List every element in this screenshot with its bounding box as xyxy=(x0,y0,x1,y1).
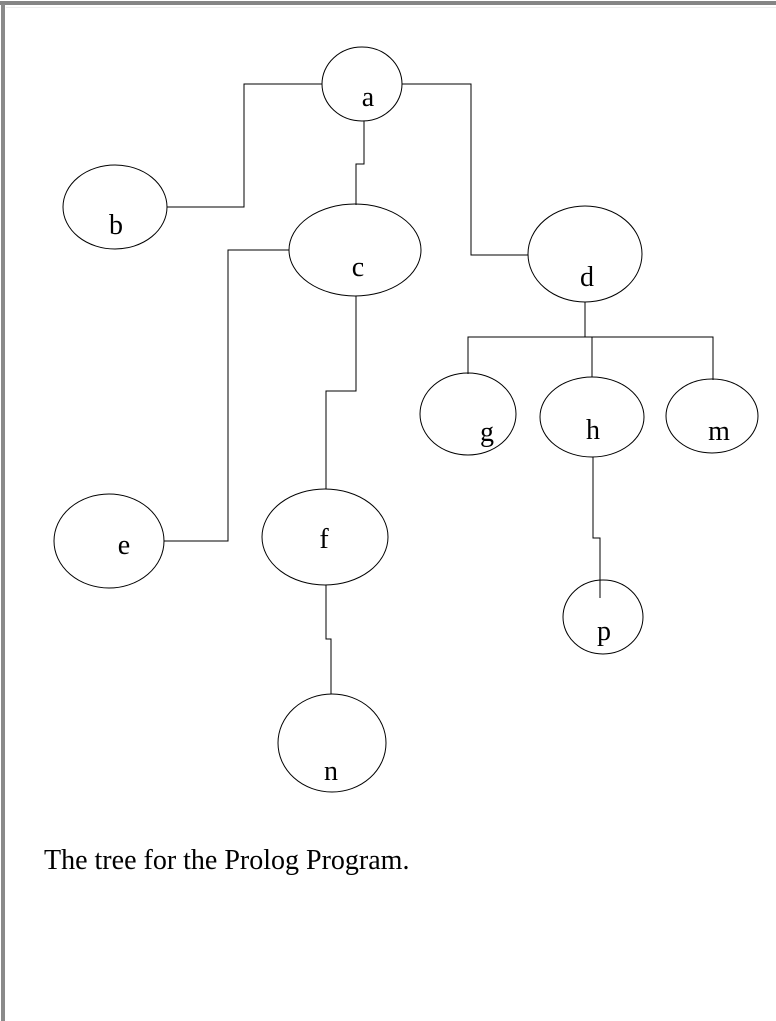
node-m xyxy=(665,378,759,454)
node-h xyxy=(539,376,645,458)
node-n xyxy=(277,693,387,793)
edge-a-d xyxy=(402,83,528,256)
node-label-g: g xyxy=(480,417,494,448)
node-g xyxy=(419,372,517,456)
node-f xyxy=(261,488,389,586)
edge-a-c xyxy=(355,121,365,205)
node-label-c: c xyxy=(352,252,364,283)
node-label-a: a xyxy=(362,82,375,113)
edge-c-f xyxy=(325,296,357,489)
node-p xyxy=(562,579,644,655)
node-b xyxy=(62,164,168,250)
node-label-m: m xyxy=(708,416,730,447)
edge-f-n xyxy=(325,585,332,694)
node-c xyxy=(288,203,422,297)
edge-c-e xyxy=(164,249,289,542)
scan-border-top xyxy=(0,1,776,5)
scan-border-left xyxy=(1,4,5,1021)
scan-faint-rule xyxy=(6,7,776,8)
edge-h-p xyxy=(592,457,601,598)
node-a xyxy=(321,46,403,122)
node-label-h: h xyxy=(586,415,600,446)
node-label-f: f xyxy=(319,524,329,555)
figure-caption: The tree for the Prolog Program. xyxy=(44,845,410,876)
node-label-n: n xyxy=(324,756,338,787)
edge-d-h xyxy=(585,336,593,377)
edge-d-g xyxy=(467,302,586,374)
node-e xyxy=(53,493,165,589)
node-label-b: b xyxy=(109,210,123,241)
node-label-d: d xyxy=(580,262,594,293)
node-label-e: e xyxy=(118,530,130,561)
edge-a-b xyxy=(167,83,322,208)
node-label-p: p xyxy=(597,616,611,647)
edge-d-m xyxy=(585,336,714,380)
node-d xyxy=(527,205,643,303)
